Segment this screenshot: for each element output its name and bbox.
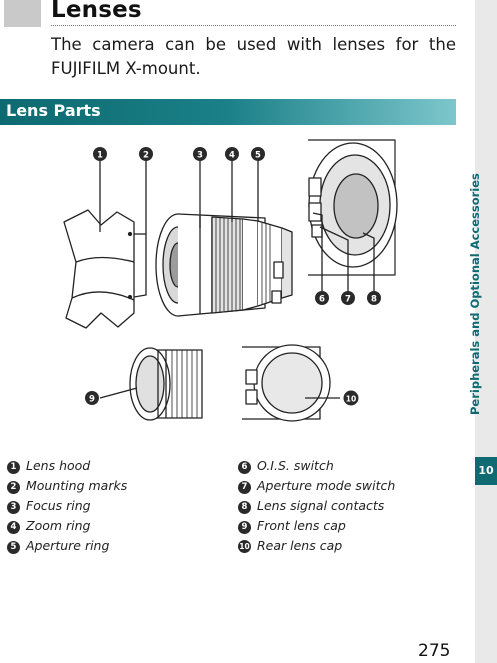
legend-item: 2 Mounting marks	[7, 476, 127, 496]
legend-label: Rear lens cap	[257, 538, 343, 553]
legend-label: Lens hood	[26, 458, 91, 473]
legend-item: 3 Focus ring	[7, 496, 127, 516]
lens-rear-view-illustration	[308, 139, 398, 276]
front-cap-illustration	[122, 347, 204, 421]
callout-badge-9: 9	[85, 391, 99, 405]
legend-label: Aperture mode switch	[257, 478, 396, 493]
svg-text:1: 1	[97, 151, 103, 161]
page-title: Lenses	[51, 0, 142, 23]
svg-text:4: 4	[229, 151, 235, 161]
section-header: Lens Parts	[0, 99, 456, 125]
callout-badge-8: 8	[367, 291, 381, 305]
svg-text:6: 6	[319, 295, 325, 305]
legend-label: O.I.S. switch	[257, 458, 334, 473]
callout-badge-2: 2	[139, 147, 153, 161]
legend-label: Mounting marks	[26, 478, 128, 493]
svg-text:10: 10	[346, 395, 356, 404]
legend-number-badge: 3	[7, 501, 20, 514]
callout-badge-7: 7	[341, 291, 355, 305]
svg-text:2: 2	[143, 151, 149, 161]
parts-legend-left: 1 Lens hood 2 Mounting marks 3 Focus ring 4…	[7, 456, 127, 556]
side-strip	[475, 0, 497, 663]
intro-paragraph: The camera can be used with lenses for t…	[51, 35, 456, 78]
svg-text:7: 7	[345, 295, 351, 305]
callout-badge-5: 5	[251, 147, 265, 161]
legend-item: 7 Aperture mode switch	[238, 476, 395, 496]
rear-cap-illustration	[242, 344, 331, 422]
legend-item: 9 Front lens cap	[238, 516, 395, 536]
legend-item: 1 Lens hood	[7, 456, 127, 476]
legend-number-badge: 2	[7, 481, 20, 494]
svg-text:9: 9	[89, 395, 95, 405]
legend-item: 5 Aperture ring	[7, 536, 127, 556]
callout-badge-3: 3	[193, 147, 207, 161]
chapter-side-label: Peripherals and Optional Accessories	[468, 173, 482, 415]
parts-legend-right: 6 O.I.S. switch 7 Aperture mode switch 8 Le…	[238, 456, 395, 556]
legend-label: Zoom ring	[26, 518, 91, 533]
legend-number-badge: 5	[7, 541, 20, 554]
page-number: 275	[418, 641, 451, 661]
legend-item: 10 Rear lens cap	[238, 536, 395, 556]
legend-label: Lens signal contacts	[257, 498, 385, 513]
callout-badge-1: 1	[93, 147, 107, 161]
legend-number-badge: 8	[238, 501, 251, 514]
legend-label: Front lens cap	[257, 518, 346, 533]
legend-item: 4 Zoom ring	[7, 516, 127, 536]
lens-parts-diagram: 1 2 3 4 5 6 7 8 9 10	[63, 139, 398, 422]
callout-badge-10: 10	[343, 390, 359, 406]
legend-item: 6 O.I.S. switch	[238, 456, 395, 476]
svg-text:3: 3	[197, 151, 203, 161]
svg-text:8: 8	[371, 295, 377, 305]
legend-label: Aperture ring	[26, 538, 110, 553]
legend-number-badge: 1	[7, 461, 20, 474]
heading-marker	[4, 0, 41, 27]
callout-badge-6: 6	[315, 291, 329, 305]
legend-label: Focus ring	[26, 498, 91, 513]
legend-number-badge: 4	[7, 521, 20, 534]
callout-badge-4: 4	[225, 147, 239, 161]
legend-number-badge: 9	[238, 521, 251, 534]
legend-number-badge: 6	[238, 461, 251, 474]
section-title: Lens Parts	[6, 101, 101, 120]
svg-text:5: 5	[255, 151, 261, 161]
title-divider	[51, 25, 456, 26]
legend-number-badge: 10	[238, 540, 251, 553]
lens-body-illustration	[155, 213, 293, 317]
legend-item: 8 Lens signal contacts	[238, 496, 395, 516]
lens-hood-illustration	[63, 209, 135, 329]
chapter-tab: 10	[475, 457, 497, 485]
legend-number-badge: 7	[238, 481, 251, 494]
